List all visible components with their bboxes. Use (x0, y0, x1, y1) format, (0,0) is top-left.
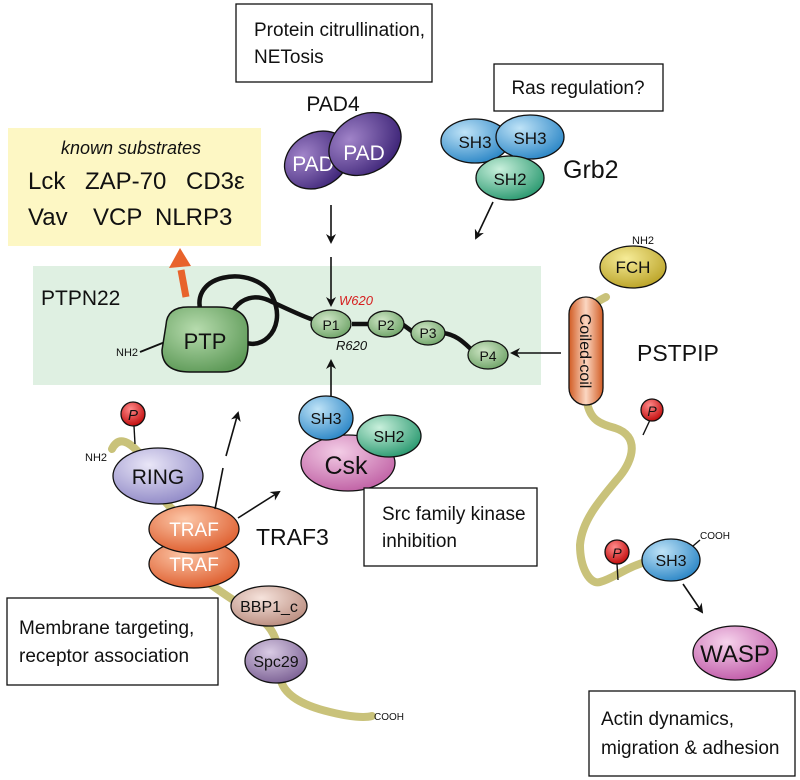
substrate-nlrp3: NLRP3 (155, 204, 232, 231)
csk-sh2 (356, 414, 422, 458)
pstpip-phospho-label-1: P (647, 403, 657, 419)
motif-p2 (367, 310, 405, 338)
grb2-sh2-label: SH2 (493, 170, 526, 189)
pstpip-function-box (588, 690, 796, 777)
traf3-bbp1c-label: BBP1_c (240, 599, 298, 616)
pstpip-fch-label: FCH (616, 258, 651, 277)
traf3-traf-domain-1 (148, 504, 240, 554)
csk-sh3 (298, 395, 354, 441)
traf3-traf-label-2: TRAF (169, 555, 219, 576)
grb2-sh3-n-label: SH3 (458, 133, 491, 152)
pstpip-fch-domain (599, 245, 667, 289)
traf3-phospho-site (120, 401, 146, 427)
grb2-arrow (474, 201, 494, 240)
motif-p2-label: P2 (377, 317, 394, 333)
pstpip-name: PSTPIP (637, 340, 719, 366)
substrate-arrow-head (169, 248, 191, 268)
pstpip-arrow-to-wasp (682, 583, 704, 614)
pad4-name: PAD4 (306, 93, 360, 116)
wasp-protein (692, 625, 778, 681)
pstpip-function-line2: migration & adhesion (601, 738, 780, 759)
pstpip-coiled-coil-label: Coiled-coil (576, 314, 593, 389)
pstpip-sh3-label: SH3 (655, 553, 686, 570)
pstpip-function-line1: Actin dynamics, (601, 709, 734, 730)
pad4-function-line2: NETosis (254, 47, 324, 68)
traf3-function-line2: receptor association (19, 646, 189, 667)
csk-function-line2: inhibition (382, 531, 457, 552)
motif-p3 (410, 320, 446, 346)
traf3-arrow-to-csk (237, 490, 281, 519)
ptp-domain (161, 306, 249, 373)
pstpip-phospho-label-2: P (612, 545, 622, 561)
csk-function-box (363, 487, 538, 567)
traf3-spc29-label: Spc29 (253, 654, 298, 671)
substrate-lck: Lck (28, 168, 66, 195)
pstpip-sh3-domain (641, 538, 701, 582)
traf3-bbp1c-domain (230, 585, 308, 627)
traf3-function-box (6, 597, 219, 686)
pstpip-phospho-2-stem (616, 563, 619, 581)
pstpip-phospho-site-1 (640, 398, 664, 422)
traf3-phospho-stem (133, 425, 136, 445)
grb2-function-box (493, 63, 664, 112)
pstpip-coiled-coil-domain (568, 296, 604, 406)
substrate-vav: Vav (28, 204, 68, 231)
pstpip-phospho-site-2 (604, 539, 630, 565)
traf3-traf-label-1: TRAF (169, 520, 219, 541)
traf3-phospho-label: P (128, 407, 138, 424)
wasp-name: WASP (700, 641, 770, 668)
grb2-sh2 (475, 155, 545, 201)
traf3-ring-domain (112, 447, 204, 505)
substrate-zap70: ZAP-70 (85, 168, 166, 195)
substrate-cd3e: CD3ε (186, 168, 245, 195)
traf3-name: TRAF3 (256, 524, 329, 550)
ptpn22-name: PTPN22 (41, 287, 120, 310)
substrates-heading: known substrates (61, 138, 201, 158)
grb2-function-text: Ras regulation? (511, 78, 644, 99)
grb2-sh3-c (495, 114, 565, 160)
motif-p1-label: P1 (322, 317, 339, 333)
variant-w620: W620 (339, 293, 374, 308)
traf3-arrow-dash-1 (214, 467, 224, 510)
substrates-box (8, 128, 261, 246)
csk-sh3-label: SH3 (310, 411, 341, 428)
csk-sh2-label: SH2 (373, 429, 404, 446)
pad4-function-line1: Protein citrullination, (254, 20, 425, 41)
pstpip-backbone-c (575, 398, 656, 587)
motif-p4 (467, 340, 509, 370)
ptpn22-nterm: NH2 (116, 347, 138, 359)
ptpn22-nterm-tail (139, 341, 166, 353)
traf3-cterm: COOH (374, 712, 404, 723)
pstpip-cterm: COOH (700, 531, 730, 542)
traf3-nterm: NH2 (85, 452, 107, 464)
traf3-spc29-domain (244, 638, 308, 684)
pstpip-cterm-tail (692, 539, 701, 547)
traf3-ring-label: RING (132, 466, 185, 489)
pad4-function-box (235, 3, 433, 83)
traf3-arrow-to-ptpn22 (225, 411, 241, 457)
motif-p1 (310, 309, 352, 339)
substrate-arrow-shaft (177, 269, 190, 298)
pstpip-phospho-1-stem (642, 419, 651, 436)
csk-name: Csk (324, 452, 368, 480)
ptpn22-region (33, 266, 541, 385)
pad-domain-2 (328, 111, 402, 177)
ptp-domain-label: PTP (184, 329, 227, 354)
motif-p4-label: P4 (479, 348, 496, 364)
substrate-vcp: VCP (93, 204, 142, 231)
traf3-function-line1: Membrane targeting, (19, 618, 194, 639)
csk-function-line1: Src family kinase (382, 504, 526, 525)
pstpip-nterm: NH2 (632, 235, 654, 247)
variant-r620: R620 (336, 338, 368, 353)
grb2-name: Grb2 (563, 156, 619, 184)
grb2-sh3-c-label: SH3 (513, 129, 546, 148)
pad-domain-2-label: PAD (343, 142, 385, 165)
motif-p3-label: P3 (419, 325, 436, 341)
pad-domain-1-label: PAD (292, 153, 334, 176)
